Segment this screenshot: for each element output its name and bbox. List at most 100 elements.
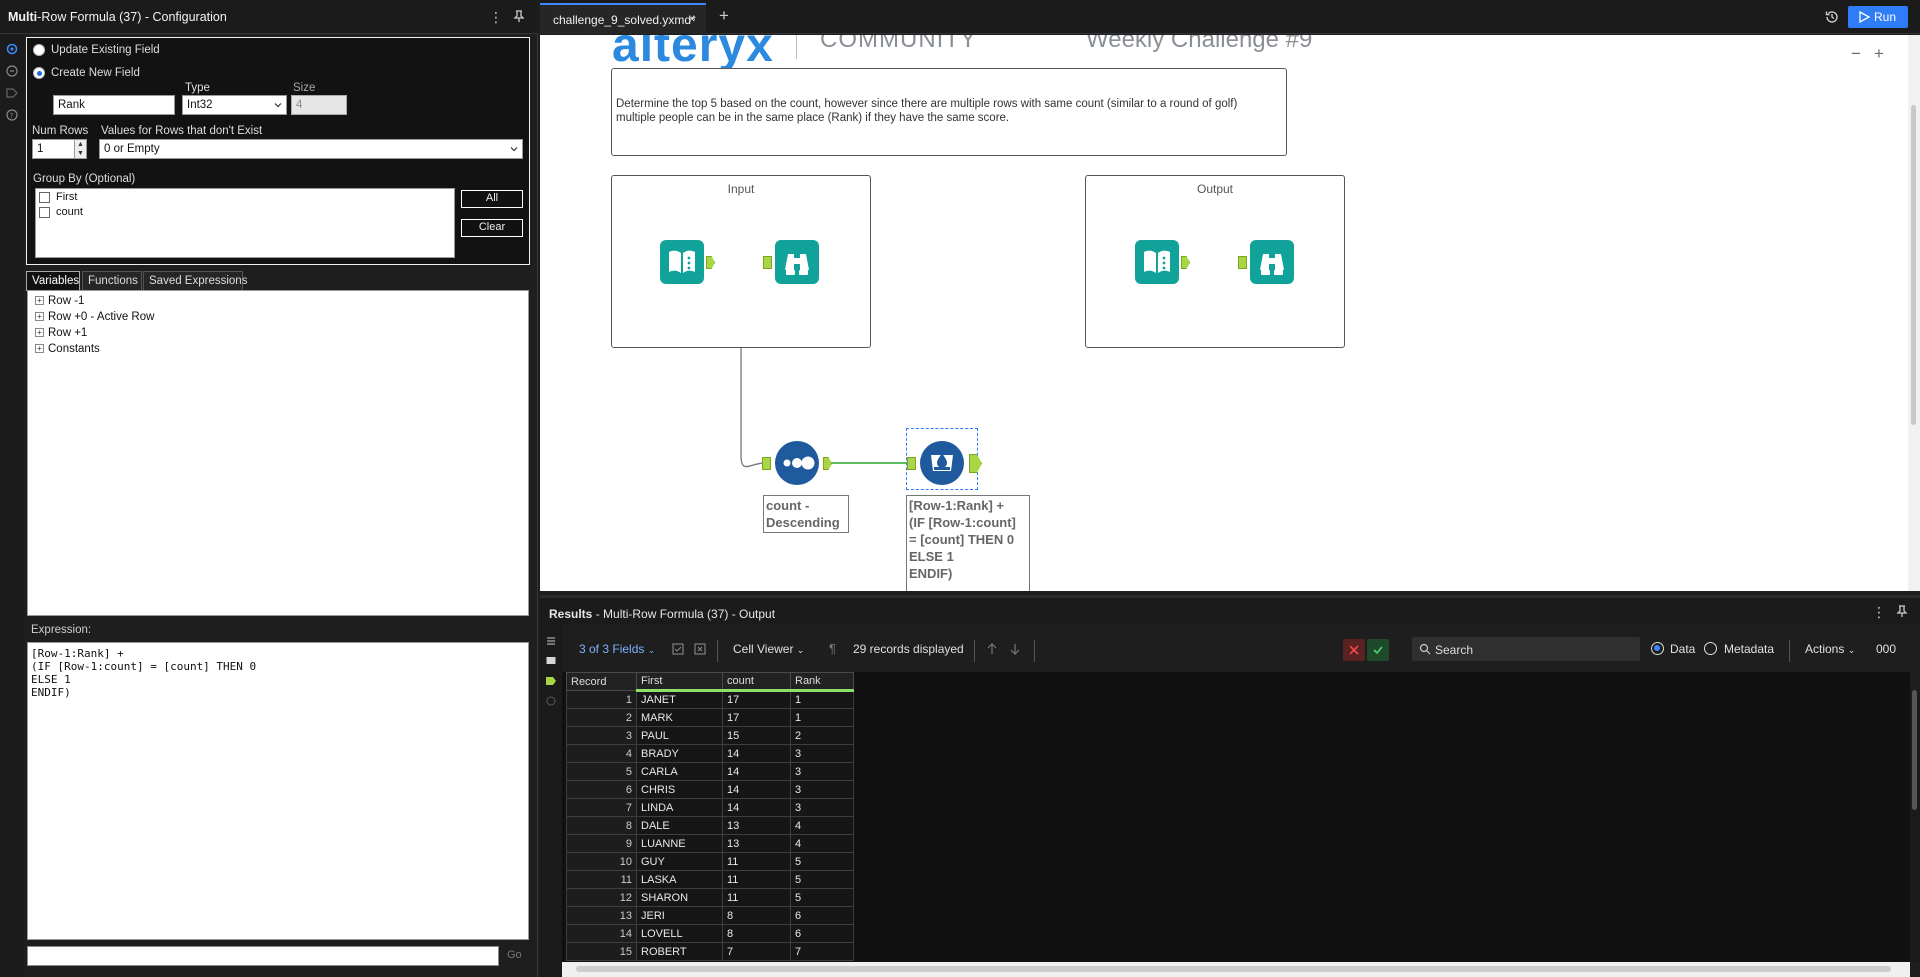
browse-tool-input[interactable]	[775, 240, 819, 284]
arrow-up-icon[interactable]	[985, 642, 999, 656]
output-anchor[interactable]	[969, 454, 982, 473]
table-cell[interactable]: 11	[722, 852, 791, 871]
clear-button[interactable]: Clear	[461, 219, 523, 237]
zoom-out-button[interactable]: −	[1851, 44, 1861, 63]
more-options-icon[interactable]: ⋮	[1872, 604, 1886, 620]
actions-dropdown[interactable]: Actions ⌄	[1805, 642, 1856, 656]
multi-row-formula-tool[interactable]	[920, 441, 964, 485]
table-cell[interactable]: 14	[722, 744, 791, 763]
search-input[interactable]: Search	[1412, 637, 1640, 661]
table-cell[interactable]: 14	[722, 762, 791, 781]
output-anchor[interactable]	[1181, 256, 1190, 269]
tab-functions[interactable]: Functions	[82, 271, 142, 291]
create-new-radio[interactable]	[33, 67, 45, 79]
tree-item-constants[interactable]: +Constants	[35, 343, 100, 355]
tree-item-row-plus-1[interactable]: +Row +1	[35, 327, 87, 339]
grid-horizontal-scrollbar[interactable]	[562, 962, 1910, 977]
table-cell[interactable]: SHARON	[636, 888, 723, 907]
go-button[interactable]: Go	[507, 949, 522, 961]
expand-icon[interactable]: +	[35, 312, 44, 321]
table-cell[interactable]: 15	[722, 726, 791, 745]
table-cell[interactable]: 13	[566, 906, 637, 925]
table-cell[interactable]: 5	[790, 852, 854, 871]
paragraph-icon[interactable]: ¶	[829, 641, 836, 656]
table-cell[interactable]: BRADY	[636, 744, 723, 763]
table-cell[interactable]: 11	[722, 888, 791, 907]
table-cell[interactable]: 11	[566, 870, 637, 889]
all-button[interactable]: All	[461, 190, 523, 208]
num-rows-stepper[interactable]: 1 ▲▼	[32, 139, 87, 159]
table-cell[interactable]: 3	[790, 744, 854, 763]
table-cell[interactable]: 13	[722, 834, 791, 853]
close-tab-icon[interactable]: ×	[688, 11, 696, 26]
table-cell[interactable]: MARK	[636, 708, 723, 727]
group-by-checkbox-first[interactable]	[39, 192, 50, 203]
formula-test-input[interactable]	[27, 946, 499, 966]
tree-item-row-minus-1[interactable]: +Row -1	[35, 295, 84, 307]
table-cell[interactable]: 14	[722, 798, 791, 817]
input-anchor[interactable]	[1238, 256, 1247, 269]
table-cell[interactable]: LOVELL	[636, 924, 723, 943]
multi-row-formula-label[interactable]: [Row-1:Rank] + (IF [Row-1:count] = [coun…	[906, 495, 1030, 591]
canvas-vertical-scrollbar[interactable]	[1908, 35, 1920, 591]
table-cell[interactable]: 6	[790, 924, 854, 943]
fields-dropdown[interactable]: 3 of 3 Fields ⌄	[579, 642, 656, 656]
table-cell[interactable]: 3	[566, 726, 637, 745]
update-existing-radio[interactable]	[33, 44, 45, 56]
table-cell[interactable]: 2	[566, 708, 637, 727]
table-cell[interactable]: 17	[722, 690, 791, 709]
table-cell[interactable]: 1	[790, 708, 854, 727]
group-by-checkbox-count[interactable]	[39, 207, 50, 218]
table-cell[interactable]: 6	[790, 906, 854, 925]
table-cell[interactable]: 5	[790, 888, 854, 907]
table-cell[interactable]: 8	[566, 816, 637, 835]
table-cell[interactable]: 7	[790, 942, 854, 961]
tree-item-active-row[interactable]: +Row +0 - Active Row	[35, 311, 154, 323]
pin-icon[interactable]	[1895, 604, 1911, 620]
table-cell[interactable]: JANET	[636, 690, 723, 709]
column-header-record[interactable]: Record	[566, 672, 637, 691]
tab-variables[interactable]: Variables	[26, 271, 80, 291]
type-select[interactable]: Int32	[182, 95, 287, 115]
help-icon[interactable]: ?	[5, 108, 19, 122]
valid-filter-button[interactable]	[1367, 639, 1389, 661]
table-cell[interactable]: GUY	[636, 852, 723, 871]
list-icon[interactable]	[545, 635, 557, 647]
grid-vertical-scrollbar[interactable]	[1910, 690, 1920, 962]
table-cell[interactable]: 3	[790, 798, 854, 817]
table-cell[interactable]: 1	[790, 690, 854, 709]
table-cell[interactable]: 5	[566, 762, 637, 781]
input-anchor[interactable]	[907, 457, 916, 470]
column-header-count[interactable]: count	[722, 672, 791, 692]
more-options-icon[interactable]: ⋮	[489, 9, 503, 25]
table-cell[interactable]: 9	[566, 834, 637, 853]
table-cell[interactable]: PAUL	[636, 726, 723, 745]
text-input-tool[interactable]	[660, 240, 704, 284]
document-tab[interactable]: challenge_9_solved.yxmd* ×	[540, 3, 706, 34]
table-cell[interactable]: ROBERT	[636, 942, 723, 961]
more-actions-button[interactable]: 000	[1876, 642, 1897, 656]
table-cell[interactable]: 10	[566, 852, 637, 871]
table-cell[interactable]: CARLA	[636, 762, 723, 781]
input-anchor[interactable]	[763, 256, 772, 269]
deselect-icon[interactable]	[693, 642, 707, 656]
values-select[interactable]: 0 or Empty	[99, 139, 523, 159]
browse-tool-output[interactable]	[1250, 240, 1294, 284]
zoom-in-button[interactable]: +	[1874, 44, 1884, 63]
table-cell[interactable]: 4	[566, 744, 637, 763]
column-header-rank[interactable]: Rank	[790, 672, 854, 692]
tag-icon[interactable]	[5, 86, 19, 100]
table-cell[interactable]: CHRIS	[636, 780, 723, 799]
table-cell[interactable]: JERI	[636, 906, 723, 925]
sort-tool-label[interactable]: count - Descending	[763, 495, 849, 533]
stepper-arrows[interactable]: ▲▼	[74, 140, 86, 158]
